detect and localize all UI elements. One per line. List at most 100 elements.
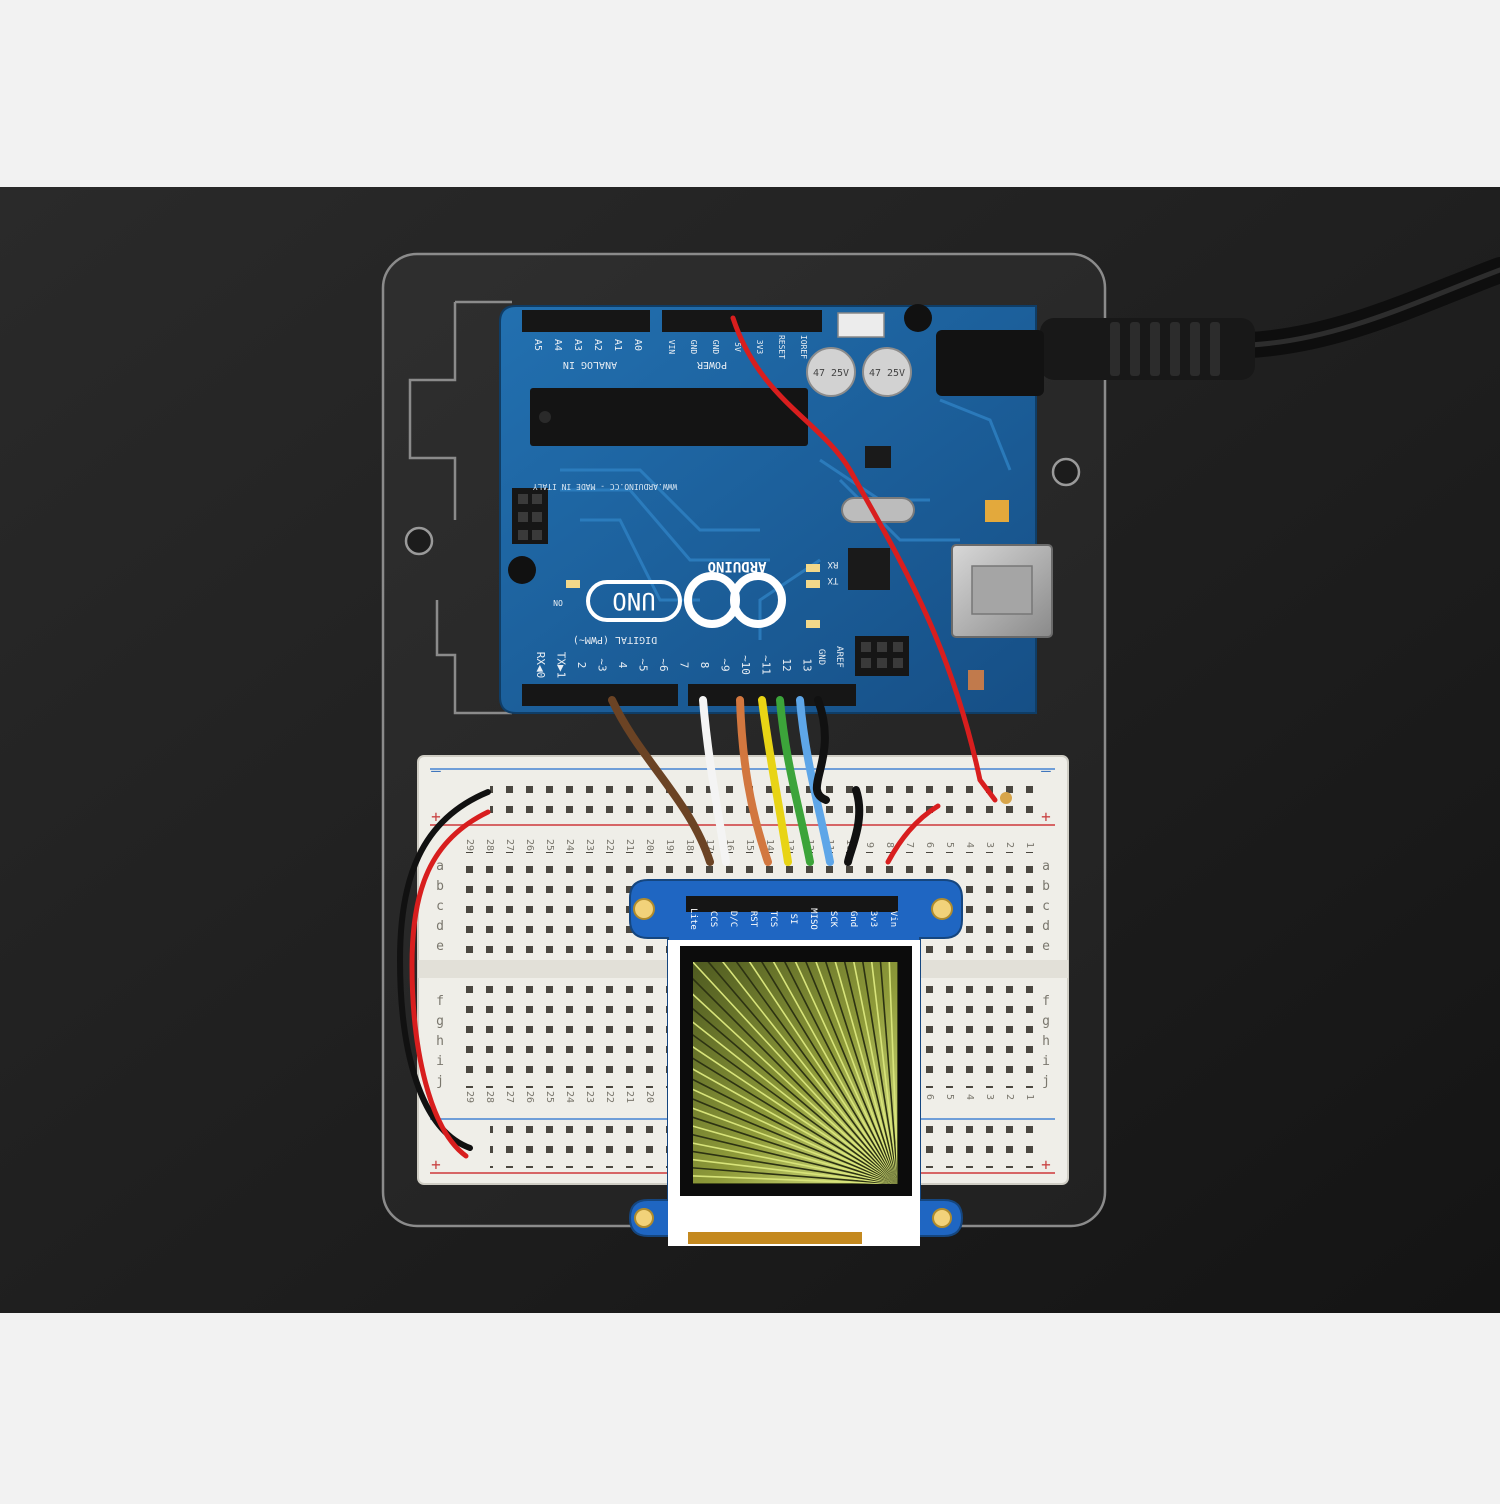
digital-pwm-label: DIGITAL (PWM~) <box>573 634 657 645</box>
screen-ray <box>693 1150 898 1184</box>
website-label: WWW.ARDUINO.CC - MADE IN ITALY <box>533 482 678 491</box>
screen-ray <box>888 962 898 1184</box>
capacitor-label: 47 25V <box>813 368 849 379</box>
screen-ray <box>721 962 898 1184</box>
column-number: 28 <box>484 1091 495 1103</box>
row-letter: d <box>436 919 444 934</box>
column-number: 22 <box>604 1091 615 1103</box>
column-number: 2 <box>1004 1094 1015 1100</box>
screen-ray <box>693 1007 898 1184</box>
digital-pin-label: ~9 <box>719 658 732 671</box>
analog-pin-label: A4 <box>552 339 563 351</box>
black-gnd-wire <box>812 696 830 804</box>
infinity-logo-right-icon <box>730 572 786 628</box>
row-letter: j <box>436 1074 444 1089</box>
row-letter: i <box>436 1054 444 1069</box>
black-wire <box>844 786 864 866</box>
analog-header <box>522 310 650 332</box>
screen-ray <box>862 962 898 1184</box>
digital-pin-label: 7 <box>678 662 691 669</box>
digital-pin-label: RX◀0 <box>534 652 547 679</box>
arduino-brand-label: ARDUINO <box>707 558 766 574</box>
column-number: 27 <box>504 1091 515 1103</box>
row-letter: j <box>1042 1074 1050 1089</box>
plus-rail-label: + <box>431 1155 441 1174</box>
column-number: 22 <box>604 839 615 851</box>
dc-barrel-jack <box>936 330 1044 396</box>
blue-wire <box>796 696 834 866</box>
tft-pin-header <box>686 896 898 912</box>
column-number: 21 <box>624 839 635 851</box>
screen-ray <box>693 1046 898 1184</box>
column-number: 23 <box>584 839 595 851</box>
digital-pin-label: 2 <box>575 662 588 669</box>
pcb-traces <box>560 398 1012 640</box>
column-number: 20 <box>644 839 655 851</box>
power-pin-label: IOREF <box>799 335 808 359</box>
mounting-hole <box>404 526 434 556</box>
column-number: 3 <box>984 1094 995 1100</box>
uno-badge <box>586 580 682 622</box>
tft-pin-label: Gnd <box>848 911 858 927</box>
screen-ray <box>693 1098 898 1184</box>
analog-pin-label: A5 <box>532 339 543 351</box>
column-number: 20 <box>644 1091 655 1103</box>
digital-header-low <box>522 684 678 706</box>
plus-rail-label: + <box>1041 807 1051 826</box>
column-number: 26 <box>524 1091 535 1103</box>
tft-pin-label: D/C <box>728 911 738 927</box>
row-letter: c <box>1042 899 1050 914</box>
row-letter: a <box>436 859 444 874</box>
screen-ray <box>707 962 898 1184</box>
arduino-uno-board: 47 25V 47 25V UNO ARDUINO ANALOG IN <box>499 304 1053 714</box>
power-pin-label: RESET <box>777 335 786 359</box>
column-number: 19 <box>664 839 675 851</box>
tft-pin-label: SCK <box>828 911 838 928</box>
screen-ray <box>693 1116 898 1184</box>
row-letter: g <box>1042 1014 1050 1029</box>
screen-ray <box>693 1068 898 1184</box>
screen-ray <box>693 1021 898 1184</box>
dc-power-cable <box>1040 257 1500 380</box>
digital-pin-label: TX▶1 <box>555 652 568 679</box>
gnd-label: GND <box>816 649 826 665</box>
row-letter: i <box>1042 1054 1050 1069</box>
white-wire <box>699 696 730 866</box>
column-number: 4 <box>964 842 975 848</box>
column-number: 29 <box>464 1091 475 1103</box>
minus-rail-label: – <box>431 761 441 780</box>
screen-ray <box>805 962 898 1184</box>
orange-wire <box>736 696 772 866</box>
power-pin-label: GND <box>711 340 720 355</box>
power-pin-label: 5V <box>733 342 742 352</box>
power-header <box>662 310 822 332</box>
power-pin-label: VIN <box>667 340 676 355</box>
row-letter: b <box>436 879 444 894</box>
red-wire <box>885 803 941 865</box>
green-wire <box>776 696 814 866</box>
screen-ray <box>693 1167 898 1184</box>
column-number: 9 <box>864 842 875 848</box>
tx-label: TX <box>827 575 838 585</box>
tft-pin-label: Vin <box>888 911 898 927</box>
column-number: 28 <box>484 839 495 851</box>
red-rail-wire <box>409 809 491 1159</box>
column-number: 15 <box>744 839 755 851</box>
digital-pin-label: ~6 <box>657 658 670 671</box>
digital-pin-label: ~10 <box>739 655 752 675</box>
column-number: 16 <box>724 839 735 851</box>
column-number: 8 <box>884 842 895 848</box>
arduino-logo: UNO ARDUINO <box>586 558 786 628</box>
column-number: 1 <box>1024 842 1035 848</box>
flex-cable <box>688 1232 862 1244</box>
screen-ray <box>693 1088 898 1184</box>
tft-pin-label: MISO <box>808 908 818 930</box>
usb-controller-chip <box>848 548 890 590</box>
screen-ray <box>748 962 898 1184</box>
brown-wire <box>608 696 714 866</box>
row-letter: f <box>436 994 444 1009</box>
screen-ray <box>761 962 898 1184</box>
